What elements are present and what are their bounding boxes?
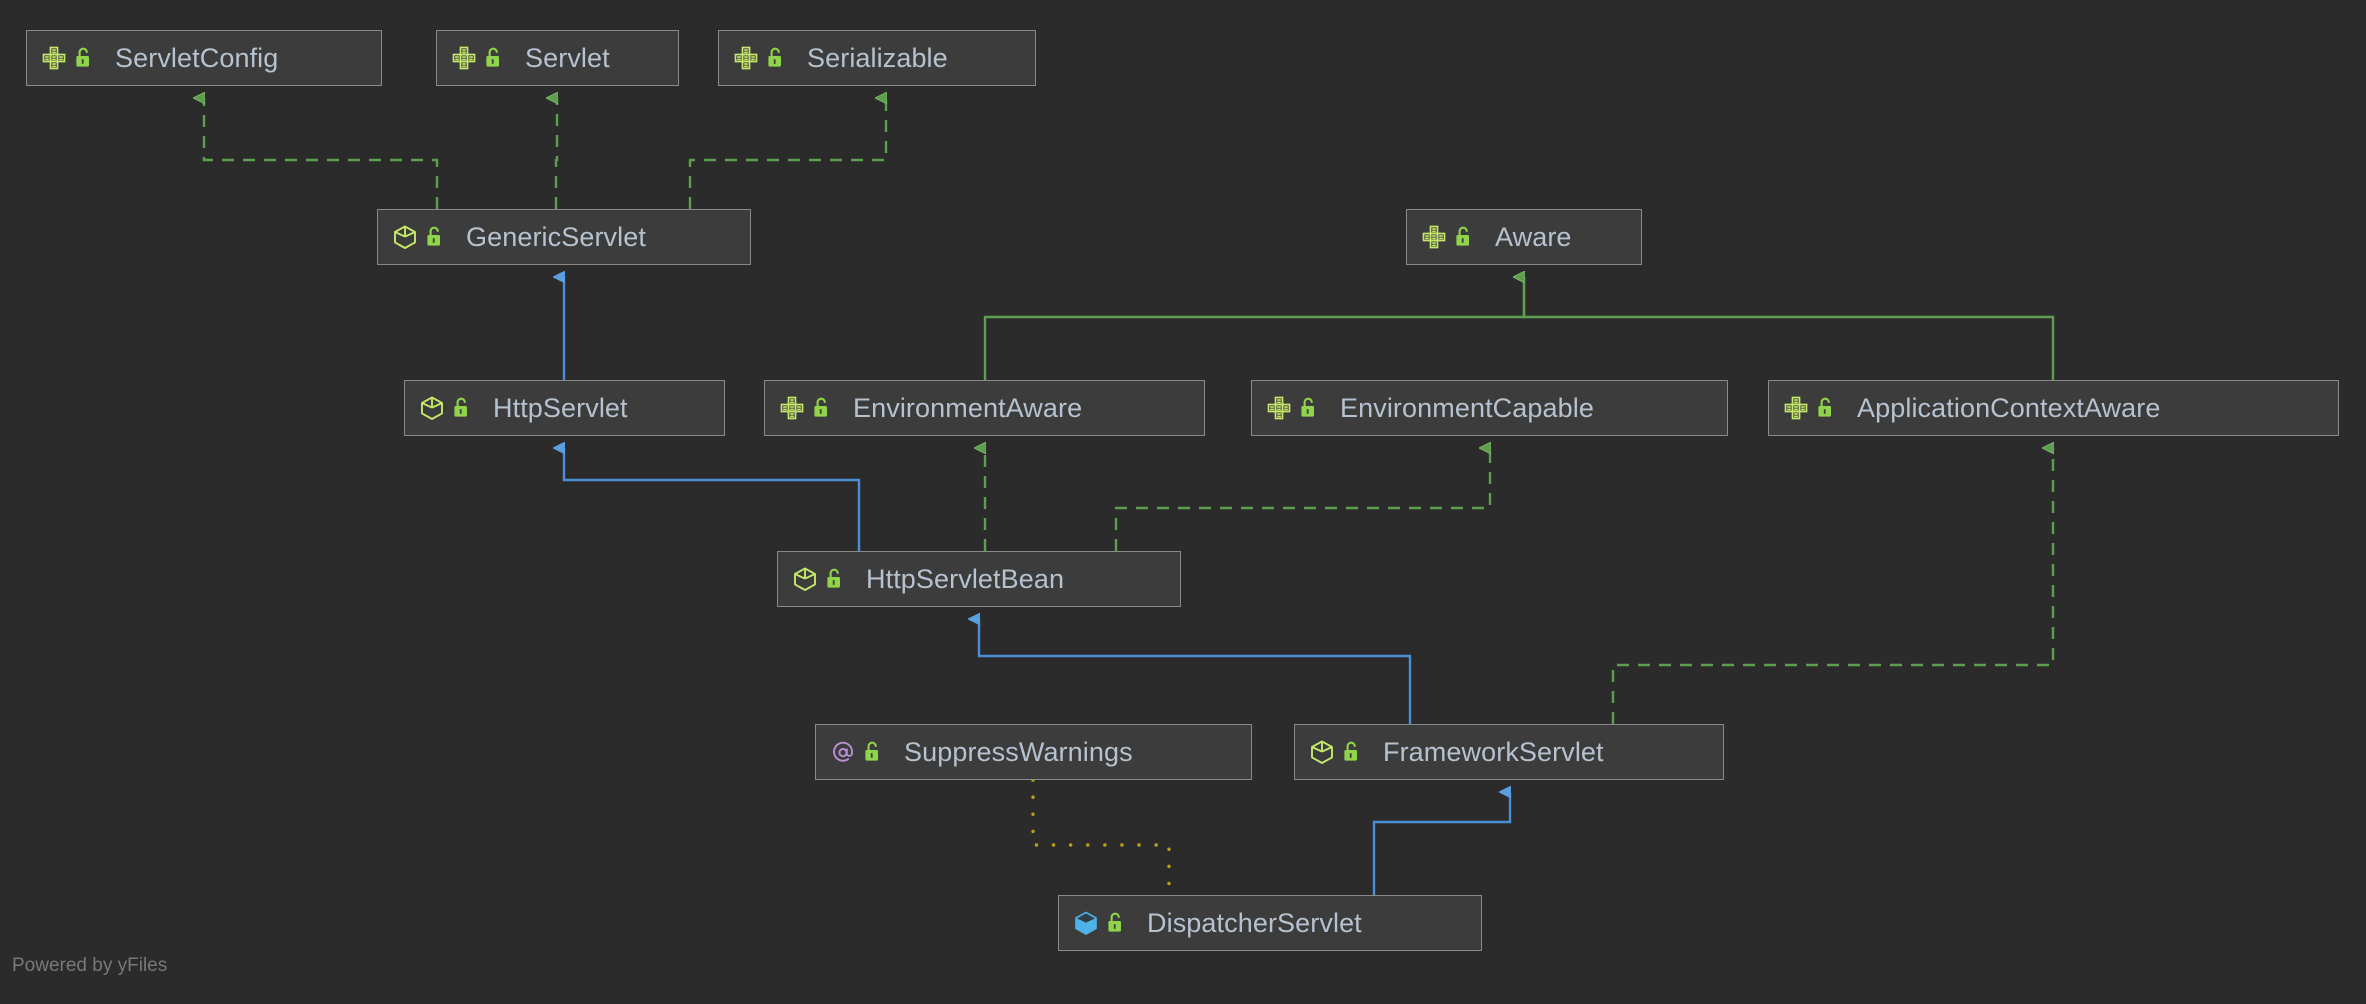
uml-node-label: Serializable xyxy=(807,42,948,73)
lock-open-icon xyxy=(1344,741,1357,761)
lock-open-icon xyxy=(814,397,827,417)
uml-node-genericservlet[interactable]: GenericServlet xyxy=(377,209,751,265)
lock-open-icon xyxy=(454,397,467,417)
interface-icon xyxy=(1784,396,1808,420)
edge-implements[interactable] xyxy=(688,98,888,209)
uml-node-label: ApplicationContextAware xyxy=(1857,392,2161,423)
abstract-class-icon xyxy=(421,396,443,420)
edge-extends[interactable] xyxy=(1524,277,2055,380)
interface-icon xyxy=(780,396,804,420)
uml-node-httpservlet[interactable]: HttpServlet xyxy=(404,380,725,436)
uml-node-label: HttpServletBean xyxy=(866,563,1065,594)
uml-node-label: EnvironmentCapable xyxy=(1340,392,1594,423)
uml-node-label: DispatcherServlet xyxy=(1147,907,1362,938)
uml-node-suppresswarnings[interactable]: SuppressWarnings xyxy=(815,724,1252,780)
edge-extends[interactable] xyxy=(983,277,1526,380)
interface-icon xyxy=(734,46,758,70)
uml-node-aware[interactable]: Aware xyxy=(1406,209,1642,265)
edge-extends[interactable] xyxy=(979,619,1412,724)
uml-node-applicationcontextaware[interactable]: ApplicationContextAware xyxy=(1768,380,2339,436)
edge-extends[interactable] xyxy=(564,448,861,551)
uml-node-label: EnvironmentAware xyxy=(853,392,1083,423)
uml-node-label: Servlet xyxy=(525,42,610,73)
concrete-class-icon xyxy=(1075,911,1097,935)
lock-open-icon xyxy=(76,47,89,67)
uml-node-serializable[interactable]: Serializable xyxy=(718,30,1036,86)
uml-node-servlet[interactable]: Servlet xyxy=(436,30,679,86)
yfiles-watermark: Powered by yFiles xyxy=(12,955,168,976)
uml-node-label: SuppressWarnings xyxy=(904,736,1133,767)
uml-node-label: GenericServlet xyxy=(466,221,646,252)
uml-node-frameworkservlet[interactable]: FrameworkServlet xyxy=(1294,724,1724,780)
abstract-class-icon xyxy=(794,567,816,591)
edge-implements[interactable] xyxy=(556,98,559,209)
annotation-icon xyxy=(833,741,853,762)
lock-open-icon xyxy=(768,47,781,67)
uml-node-label: Aware xyxy=(1495,221,1572,252)
lock-open-icon xyxy=(827,568,840,588)
uml-node-label: FrameworkServlet xyxy=(1383,736,1604,767)
edge-annotation[interactable] xyxy=(1031,778,1171,897)
interface-icon xyxy=(452,46,476,70)
abstract-class-icon xyxy=(1311,740,1333,764)
interface-icon xyxy=(1422,225,1446,249)
interface-icon xyxy=(42,46,66,70)
lock-open-icon xyxy=(865,741,878,761)
edge-extends[interactable] xyxy=(1372,792,1512,895)
lock-open-icon xyxy=(486,47,499,67)
edge-implements[interactable] xyxy=(204,98,439,209)
interface-icon xyxy=(1267,396,1291,420)
lock-open-icon xyxy=(1456,226,1469,246)
edge-implements[interactable] xyxy=(1611,448,2055,724)
uml-node-environmentcapable[interactable]: EnvironmentCapable xyxy=(1251,380,1728,436)
uml-node-label: ServletConfig xyxy=(115,42,279,73)
uml-node-label: HttpServlet xyxy=(493,392,628,423)
uml-node-dispatcherservlet[interactable]: DispatcherServlet xyxy=(1058,895,1482,951)
edge-implements[interactable] xyxy=(1114,448,1492,551)
lock-open-icon xyxy=(1818,397,1831,417)
lock-open-icon xyxy=(1108,912,1121,932)
uml-node-httpservletbean[interactable]: HttpServletBean xyxy=(777,551,1181,607)
abstract-class-icon xyxy=(394,225,416,249)
uml-node-environmentaware[interactable]: EnvironmentAware xyxy=(764,380,1205,436)
lock-open-icon xyxy=(427,226,440,246)
uml-node-servletconfig[interactable]: ServletConfig xyxy=(26,30,382,86)
lock-open-icon xyxy=(1301,397,1314,417)
